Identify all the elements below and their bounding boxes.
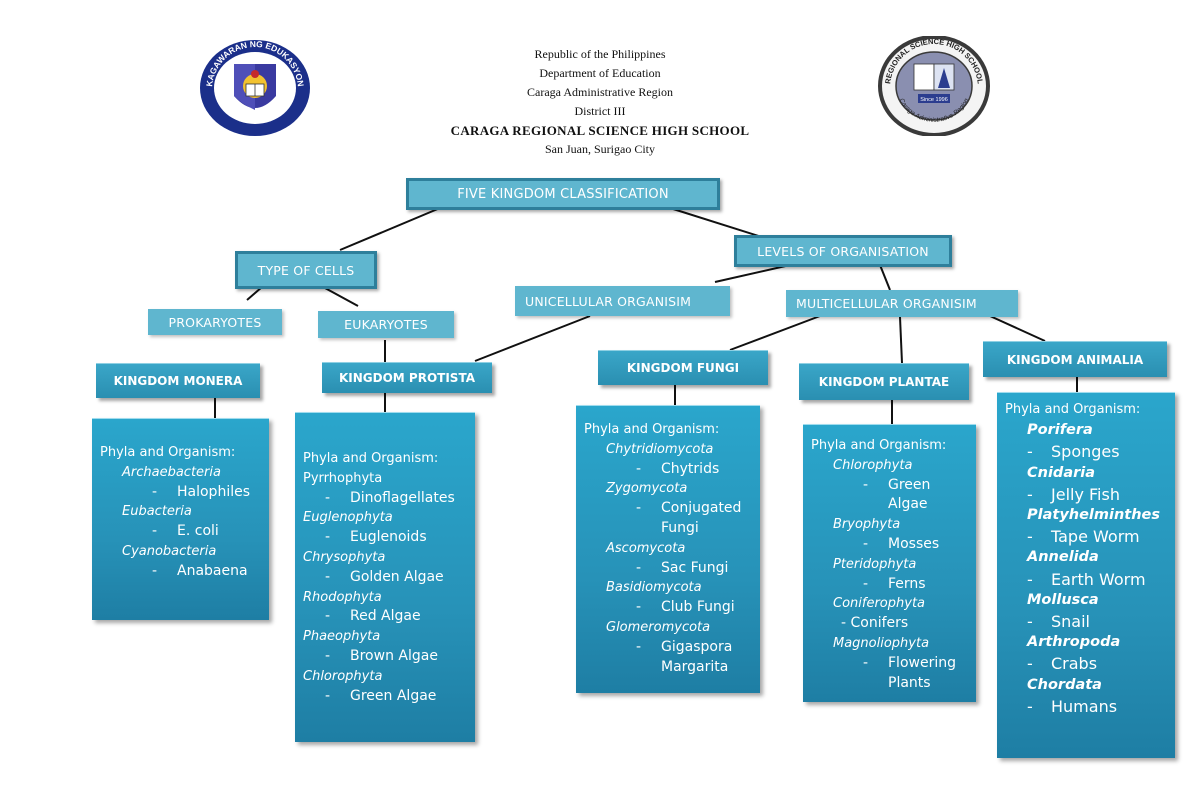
school-name: CARAGA REGIONAL SCIENCE HIGH SCHOOL [450,123,750,138]
phyla-heading: Phyla and Organism: [1005,402,1141,417]
phylum-name: Ascomycota [606,540,686,556]
phylum-name: Pyrrhophyta [303,470,383,486]
phylum-name: Porifera [1027,422,1093,439]
levels-of-organisation-node: LEVELS OF ORGANISATION [734,235,952,267]
phylum-name: Rhodophyta [303,589,382,605]
phyla-heading: Phyla and Organism: [811,438,947,453]
phylum-name: Chlorophyta [833,457,913,473]
phylum-name: Cyanobacteria [122,543,217,559]
organism-item: -Brown Algae [325,647,438,664]
organism-item: -Earth Worm [1027,569,1146,589]
crshs-year: Since 1996 [920,97,948,103]
connector [669,207,766,239]
type-of-cells-node: TYPE OF CELLS [235,251,377,289]
phylum-name: Annelida [1027,549,1099,566]
organism-item: -Snail [1027,612,1090,632]
organism-item: -Euglenoids [325,529,427,546]
phylum-name: Chlorophyta [303,668,383,684]
organism-item: -Flowering Plants [863,654,956,691]
phylum-name: Chrysophyta [303,549,386,565]
phylum-name: Archaebacteria [122,464,221,480]
organism-item: -Sac Fungi [636,559,729,576]
organism-item: -E. coli [152,523,219,540]
crshs-seal-logo: Since 1996 REGIONAL SCIENCE HIGH SCHOOL … [878,36,990,136]
organism-item: -Golden Algae [325,568,444,585]
fungi-content: Phyla and Organism: Chytridiomycota -Chy… [576,405,760,693]
unicellular-node: UNICELLULAR ORGANISIM [515,286,730,316]
kingdom-monera: KINGDOM MONERA [96,363,260,398]
multicellular-node: MULTICELLULAR ORGANISIM [786,290,1018,317]
animalia-content: Phyla and Organism: Porifera -Sponges Cn… [997,392,1175,758]
organism-item: -Green Algae [863,476,931,513]
phylum-name: Platyhelminthes [1027,507,1161,524]
monera-content: Phyla and Organism: Archaebacteria -Halo… [92,418,269,620]
header-line-district: District III [574,104,626,118]
phylum-name: Chytridiomycota [606,441,714,457]
phylum-name: Mollusca [1027,591,1099,608]
phylum-name: Basidiomycota [606,580,702,596]
connector [989,315,1046,342]
organism-item: -Ferns [863,575,926,592]
connector [899,316,903,364]
organism-item: -Crabs [1027,654,1098,674]
connector [339,207,441,251]
phylum-name: Arthropoda [1027,634,1121,651]
organism-item: -Chytrids [636,460,720,477]
school-location: San Juan, Surigao City [545,142,655,156]
organism-item: -Green Algae [325,687,437,704]
connector [246,286,263,301]
organism-item: -Tape Worm [1027,527,1140,547]
phylum-name: Pteridophyta [833,556,917,572]
phylum-name: Cnidaria [1027,464,1096,481]
header-line-region: Caraga Administrative Region [527,85,673,99]
organism-item: -Club Fungi [636,599,735,616]
organism-item: -Halophiles [152,483,251,500]
phylum-name: Bryophyta [833,517,901,533]
header-line-republic: Republic of the Philippines [534,47,666,61]
organism-item: -Dinoflagellates [325,489,455,506]
organism-item: -Jelly Fish [1027,484,1120,504]
deped-seal-logo: KAGAWARAN NG EDUKASYON REPUBLIKA NG PILI… [200,39,310,136]
phyla-heading: Phyla and Organism: [584,422,720,437]
phyla-heading: Phyla and Organism: [100,445,236,460]
kingdom-fungi: KINGDOM FUNGI [598,350,768,385]
phylum-name: Glomeromycota [606,619,711,635]
organism-item: - Conifers [841,615,909,632]
organism-item: -Humans [1027,696,1118,716]
organism-item: -Mosses [863,535,940,552]
plantae-content: Phyla and Organism: Chlorophyta -Green A… [803,424,976,702]
kingdom-protista: KINGDOM PROTISTA [322,362,492,393]
phylum-name: Chordata [1027,676,1102,693]
connector [729,315,821,351]
phylum-name: Euglenophyta [303,510,393,526]
organism-item: -Red Algae [325,608,421,625]
organism-item: -Gigaspora Margarita [636,638,733,675]
organism-item: -Conjugated Fungi [636,500,742,536]
phylum-name: Eubacteria [122,504,192,520]
organism-item: -Sponges [1027,442,1120,462]
connector [324,287,359,307]
root-node: FIVE KINGDOM CLASSIFICATION [406,178,720,210]
kingdom-animalia: KINGDOM ANIMALIA [983,341,1167,377]
prokaryotes-node: PROKARYOTES [148,309,282,335]
phyla-heading: Phyla and Organism: [303,451,439,466]
header-line-department: Department of Education [539,66,661,80]
phylum-name: Coniferophyta [833,596,926,612]
connector [879,264,891,291]
phylum-name: Magnoliophyta [833,635,930,651]
organism-item: -Anabaena [152,562,248,579]
connector [714,264,791,283]
kingdom-plantae: KINGDOM PLANTAE [799,363,969,400]
connector [474,315,591,362]
phylum-name: Zygomycota [606,481,688,497]
phylum-name: Phaeophyta [303,629,381,645]
eukaryotes-node: EUKARYOTES [318,311,454,338]
protista-content: Phyla and Organism: Pyrrhophyta -Dinofla… [295,412,475,742]
